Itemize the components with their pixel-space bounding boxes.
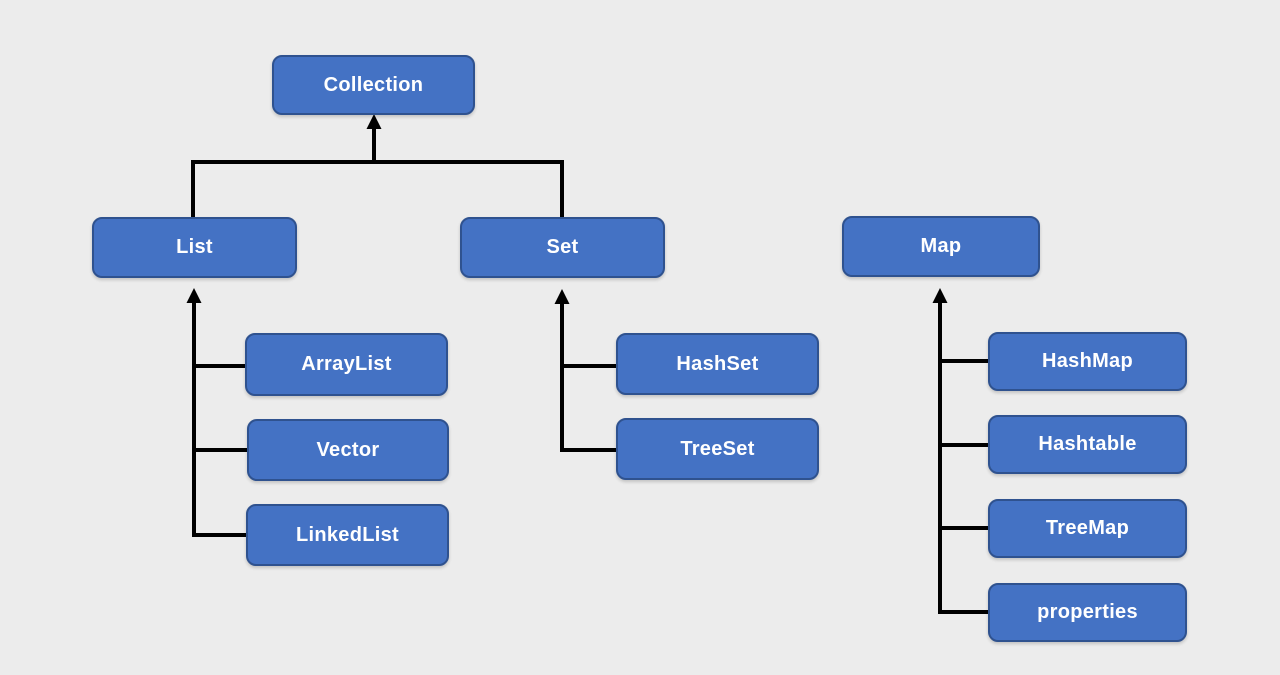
node-map: Map (842, 216, 1040, 277)
node-set: Set (460, 217, 665, 278)
node-hashtable: Hashtable (988, 415, 1187, 474)
arrowhead-to-map (932, 288, 948, 303)
collection-tree-connector (191, 114, 564, 217)
arrowhead-to-collection (366, 114, 382, 129)
arrowhead-to-set (554, 289, 570, 304)
map-branch-connector (932, 288, 988, 614)
node-properties: properties (988, 583, 1187, 642)
node-arraylist: ArrayList (245, 333, 448, 396)
node-hashset: HashSet (616, 333, 819, 395)
node-linkedlist: LinkedList (246, 504, 449, 566)
node-collection: Collection (272, 55, 475, 115)
node-list: List (92, 217, 297, 278)
arrowhead-to-list (186, 288, 202, 303)
node-vector: Vector (247, 419, 449, 481)
set-branch-connector (554, 289, 616, 452)
node-treemap: TreeMap (988, 499, 1187, 558)
node-hashmap: HashMap (988, 332, 1187, 391)
node-treeset: TreeSet (616, 418, 819, 480)
list-branch-connector (186, 288, 247, 537)
